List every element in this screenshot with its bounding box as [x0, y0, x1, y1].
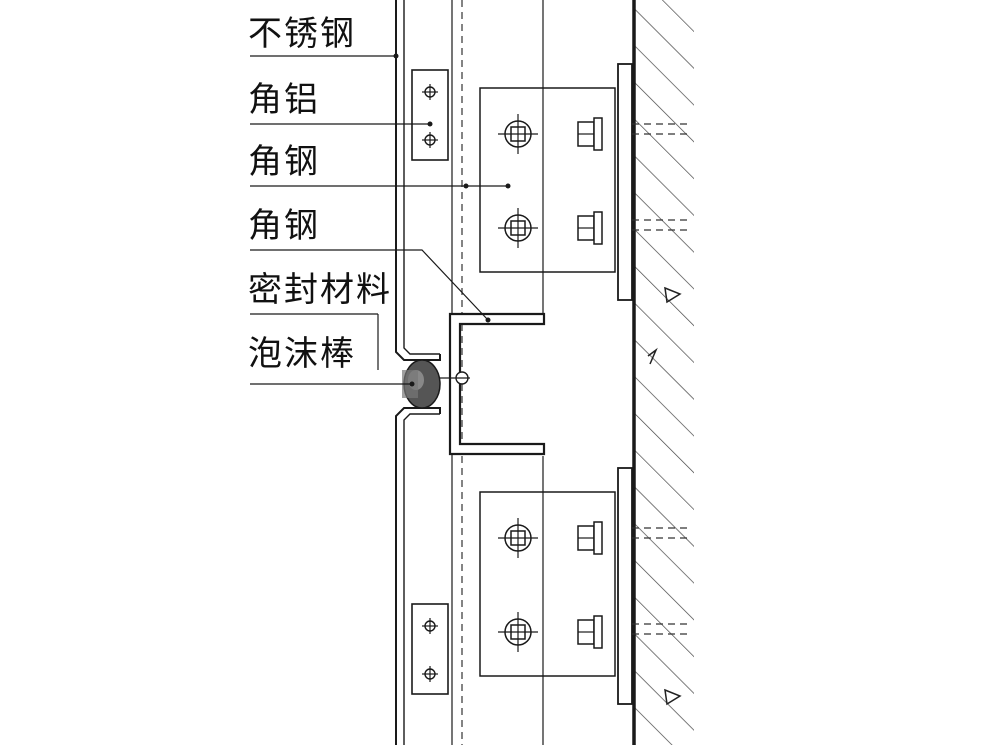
angle-steel-brackets [479, 87, 616, 677]
label-sealing-material: 密封材料 [248, 270, 392, 310]
label-angle-steel-2: 角钢 [248, 206, 320, 246]
label-foam-rod: 泡沫棒 [248, 334, 356, 374]
stainless-steel-panels [395, 0, 441, 745]
angle-aluminum-pieces [411, 69, 449, 695]
steel-channel [448, 312, 546, 456]
concrete-wall [632, 0, 694, 745]
label-stainless-steel: 不锈钢 [248, 14, 356, 54]
bolt-group-upper [498, 114, 603, 248]
anchor-bolts [632, 123, 692, 635]
bolt-group-lower [498, 518, 603, 652]
leader-lines [250, 53, 511, 387]
label-angle-steel-1: 角钢 [248, 142, 320, 182]
foam-rod-sealant [402, 359, 470, 409]
label-angle-aluminum: 角铝 [248, 80, 320, 120]
embedded-plates [617, 63, 633, 705]
